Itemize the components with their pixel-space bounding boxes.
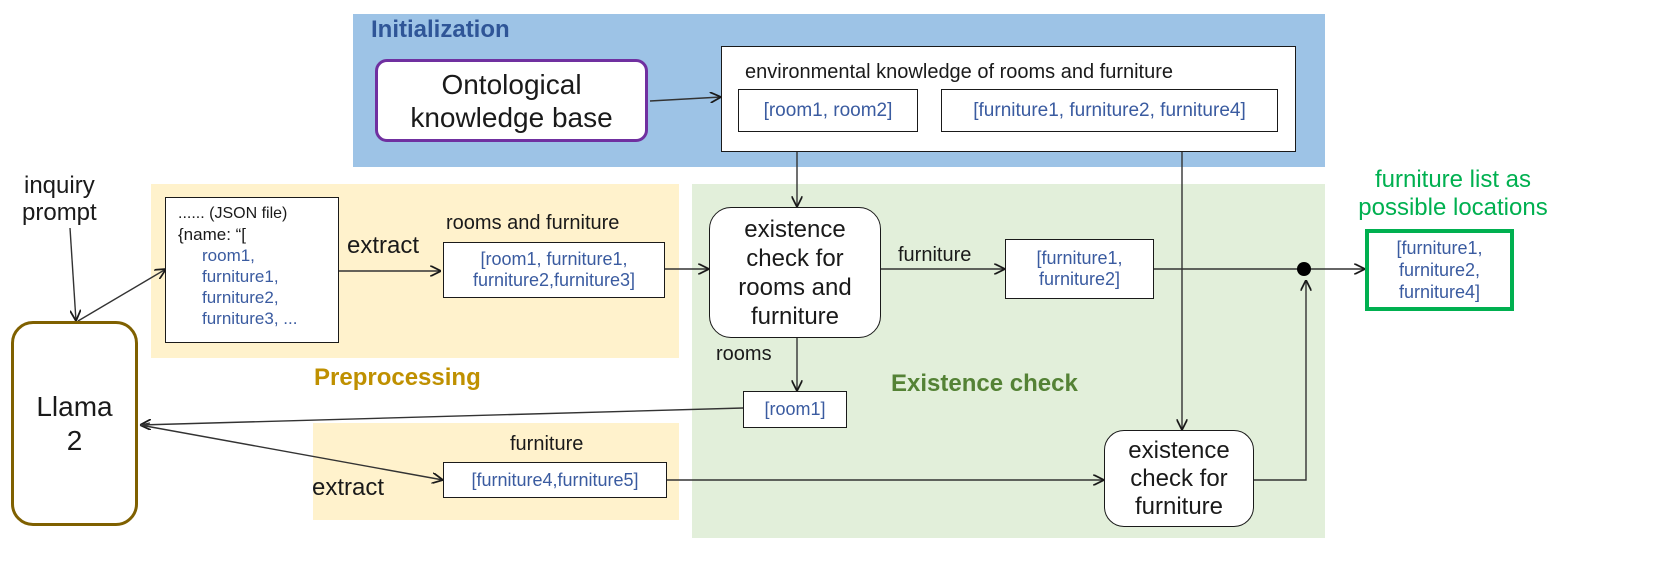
environmental-knowledge-box: environmental knowledge of rooms and fur… xyxy=(721,46,1296,152)
furniture-list-2-text: [furniture4,furniture5] xyxy=(471,469,639,490)
json-item: room1, xyxy=(202,246,255,265)
env-furniture-text: [furniture1, furniture2, furniture4] xyxy=(973,99,1246,121)
edge-llama-to-furniture2 xyxy=(139,424,443,480)
ecf-line-3: furniture xyxy=(1134,492,1224,520)
furniture-label-bottom: furniture xyxy=(510,433,584,455)
ecrf-line-4: furniture xyxy=(750,302,840,330)
existence-check-rooms-furniture: existence check for rooms and furniture xyxy=(709,207,881,338)
fl1-line-1: [furniture1, xyxy=(1036,248,1123,268)
result-title-line-1: furniture list as xyxy=(1374,166,1532,193)
edge-llama-to-json xyxy=(77,269,166,322)
edge-inquiry-to-llama xyxy=(69,227,76,321)
env-rooms-text: [room1, room2] xyxy=(763,99,893,121)
ecrf-line-2: check for xyxy=(746,244,844,272)
env-rooms-list: [room1, room2] xyxy=(738,89,918,132)
initialization-title: Initialization xyxy=(371,16,510,43)
inquiry-line-1: inquiry xyxy=(24,172,95,199)
result-title-line-2: possible locations xyxy=(1358,194,1548,221)
result-furniture-list: [furniture1, furniture2, furniture4] xyxy=(1365,229,1514,311)
extract-label-bottom: extract xyxy=(312,474,385,501)
fl1-line-2: furniture2] xyxy=(1038,269,1121,289)
llama-2-model: Llama 2 xyxy=(11,321,138,526)
edge-llama-to-room-list-start xyxy=(139,422,151,426)
llama-line-1: Llama xyxy=(36,390,113,422)
inquiry-line-2: prompt xyxy=(22,199,97,226)
furniture-list-1: [furniture1, furniture2] xyxy=(1005,239,1154,299)
result-line-2: furniture2, xyxy=(1398,260,1481,280)
ecf-line-2: check for xyxy=(1130,464,1228,492)
ecf-line-1: existence xyxy=(1128,436,1230,464)
rooms-edge-label: rooms xyxy=(716,343,772,365)
ecrf-line-1: existence xyxy=(744,215,846,243)
environmental-knowledge-label: environmental knowledge of rooms and fur… xyxy=(745,61,1174,83)
json-file-header: ...... (JSON file) xyxy=(178,205,288,222)
rf-line-1: [room1, furniture1, xyxy=(480,249,628,269)
room-list-text: [room1] xyxy=(764,399,826,419)
json-item: furniture3, ... xyxy=(202,309,298,328)
result-title: furniture list as possible locations xyxy=(1338,166,1568,222)
merge-junction xyxy=(1297,262,1311,276)
json-file-box: ...... (JSON file) {name: “[ room1, furn… xyxy=(165,197,339,343)
env-furniture-list: [furniture1, furniture2, furniture4] xyxy=(941,89,1278,132)
inquiry-prompt-label: inquiry prompt xyxy=(22,172,97,226)
ecrf-line-3: rooms and xyxy=(738,273,852,301)
furniture-edge-label: furniture xyxy=(898,244,972,266)
existence-check-furniture: existence check for furniture xyxy=(1104,430,1254,527)
ontology-line-1: Ontological xyxy=(441,68,582,100)
room-list: [room1] xyxy=(743,391,847,428)
rooms-and-furniture-list: [room1, furniture1, furniture2,furniture… xyxy=(443,242,665,298)
result-line-1: [furniture1, xyxy=(1396,238,1483,258)
json-item: furniture2, xyxy=(202,288,279,307)
ontological-knowledge-base: Ontological knowledge base xyxy=(375,59,648,142)
edge-check2-to-junction xyxy=(1254,280,1306,481)
result-line-3: furniture4] xyxy=(1398,282,1481,302)
json-item: furniture1, xyxy=(202,267,279,286)
extract-label-top: extract xyxy=(347,232,420,259)
rooms-and-furniture-label: rooms and furniture xyxy=(446,212,620,234)
ontology-line-2: knowledge base xyxy=(410,101,613,133)
edge-ontology-to-env xyxy=(649,97,721,101)
llama-line-2: 2 xyxy=(66,424,83,456)
furniture-list-2: [furniture4,furniture5] xyxy=(443,462,667,498)
rf-line-2: furniture2,furniture3] xyxy=(472,270,636,290)
preprocessing-title: Preprocessing xyxy=(314,364,481,391)
json-file-open: {name: “[ xyxy=(178,225,247,244)
existence-check-title: Existence check xyxy=(891,370,1078,397)
edge-room-list-to-llama xyxy=(140,407,744,425)
